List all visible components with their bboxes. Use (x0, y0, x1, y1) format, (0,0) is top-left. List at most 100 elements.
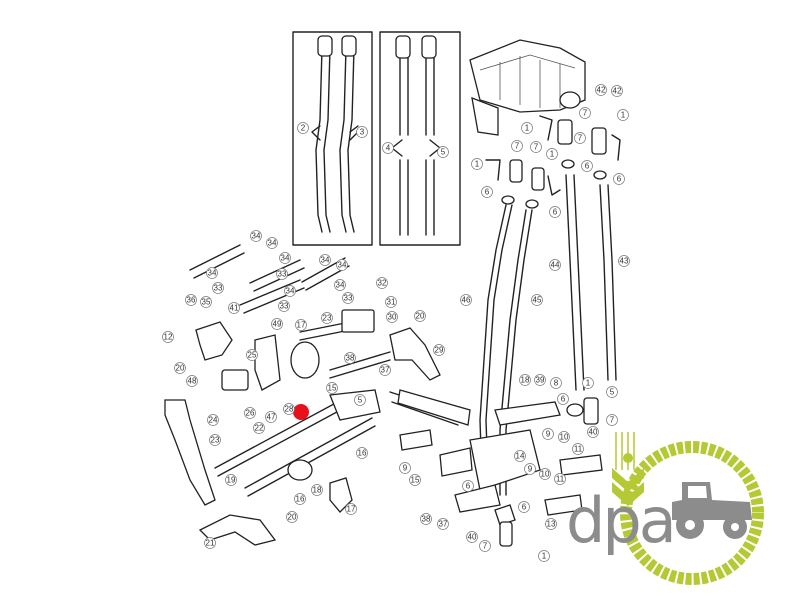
callout-number: 2 (301, 124, 306, 133)
callout: 24 (207, 414, 219, 426)
callout-number: 33 (344, 294, 353, 303)
callout-number: 39 (536, 376, 545, 385)
callout-number: 33 (280, 302, 289, 311)
callout-number: 5 (441, 148, 446, 157)
callout-number: 26 (246, 409, 255, 418)
callout: 31 (385, 296, 397, 308)
callout-number: 19 (227, 476, 236, 485)
callout: 3 (356, 126, 368, 138)
callout-number: 34 (281, 254, 290, 263)
callout: 26 (244, 407, 256, 419)
callout: 6 (557, 393, 569, 405)
callout: 34 (266, 237, 278, 249)
callout-number: 34 (336, 281, 345, 290)
callout-number: 24 (209, 416, 218, 425)
callout: 1 (538, 550, 550, 562)
callout-number: 1 (525, 124, 530, 133)
callout-number: 8 (554, 379, 559, 388)
callout-number: 42 (597, 86, 606, 95)
callout-number: 7 (515, 142, 520, 151)
callout: 34 (250, 230, 262, 242)
callout: 30 (386, 311, 398, 323)
callout: 33 (276, 268, 288, 280)
callout: 5 (606, 386, 618, 398)
callout: 37 (437, 518, 449, 530)
callout-number: 5 (610, 388, 615, 397)
callout: 12 (162, 331, 174, 343)
callout-number: 47 (267, 413, 276, 422)
callout: 16 (356, 447, 368, 459)
callout: 11 (572, 443, 584, 455)
callout: 34 (206, 267, 218, 279)
callout-number: 18 (313, 486, 322, 495)
callout-number: 41 (230, 304, 239, 313)
lower-linkage (399, 397, 603, 547)
callout: 34 (279, 252, 291, 264)
callout-number: 6 (522, 503, 527, 512)
pins (189, 244, 350, 314)
callout: 1 (582, 377, 594, 389)
callout: 36 (185, 294, 197, 306)
callout: 43 (618, 255, 630, 267)
callout-number: 10 (541, 470, 550, 479)
logo-text: dpa (566, 484, 674, 557)
callout-number: 34 (286, 287, 295, 296)
callout-number: 35 (202, 298, 211, 307)
callout: 7 (479, 540, 491, 552)
callout-number: 6 (585, 162, 590, 171)
callout-number: 36 (187, 296, 196, 305)
callout-number: 20 (176, 364, 185, 373)
callout: 38 (420, 513, 432, 525)
callout: 49 (271, 318, 283, 330)
callout-number: 37 (381, 366, 390, 375)
callout: 8 (550, 377, 562, 389)
callout-number: 1 (542, 552, 547, 561)
callout-number: 3 (360, 128, 365, 137)
callout: 9 (399, 462, 411, 474)
callout-number: 13 (547, 520, 556, 529)
callout-number: 22 (255, 424, 264, 433)
callout: 20 (174, 362, 186, 374)
callout: 11 (554, 473, 566, 485)
callout: 5 (354, 394, 366, 406)
callout: 18 (311, 484, 323, 496)
callout: 33 (342, 292, 354, 304)
callout-number: 7 (534, 143, 539, 152)
callout-number: 34 (321, 256, 330, 265)
callout: 6 (549, 206, 561, 218)
wheat-icon (612, 432, 644, 506)
callout-number: 49 (273, 320, 282, 329)
callout: 39 (534, 374, 546, 386)
callout: 32 (376, 277, 388, 289)
callout: 19 (225, 474, 237, 486)
callout: 6 (613, 173, 625, 185)
callout-number: 38 (422, 515, 431, 524)
callout-number: 43 (620, 257, 629, 266)
callout: 28 (283, 403, 295, 415)
callout-number: 14 (516, 452, 525, 461)
callout-number: 6 (485, 188, 490, 197)
callout-number: 42 (613, 87, 622, 96)
callout-number: 7 (610, 416, 615, 425)
callout: 10 (539, 468, 551, 480)
callout: 16 (294, 493, 306, 505)
callout-number: 34 (208, 269, 217, 278)
callout-number: 33 (278, 270, 287, 279)
callout-number: 28 (285, 405, 294, 414)
callout-number: 16 (296, 495, 305, 504)
callout: 1 (546, 148, 558, 160)
callout-number: 11 (574, 445, 583, 454)
callout-number: 6 (617, 175, 622, 184)
callout: 6 (481, 186, 493, 198)
callout: 34 (336, 259, 348, 271)
highlight-marker (293, 404, 309, 420)
callout-number: 1 (586, 379, 591, 388)
callout-number: 45 (533, 296, 542, 305)
callout-number: 11 (556, 475, 565, 484)
callout-number: 32 (378, 279, 387, 288)
callout: 25 (246, 349, 258, 361)
callout-number: 37 (439, 520, 448, 529)
